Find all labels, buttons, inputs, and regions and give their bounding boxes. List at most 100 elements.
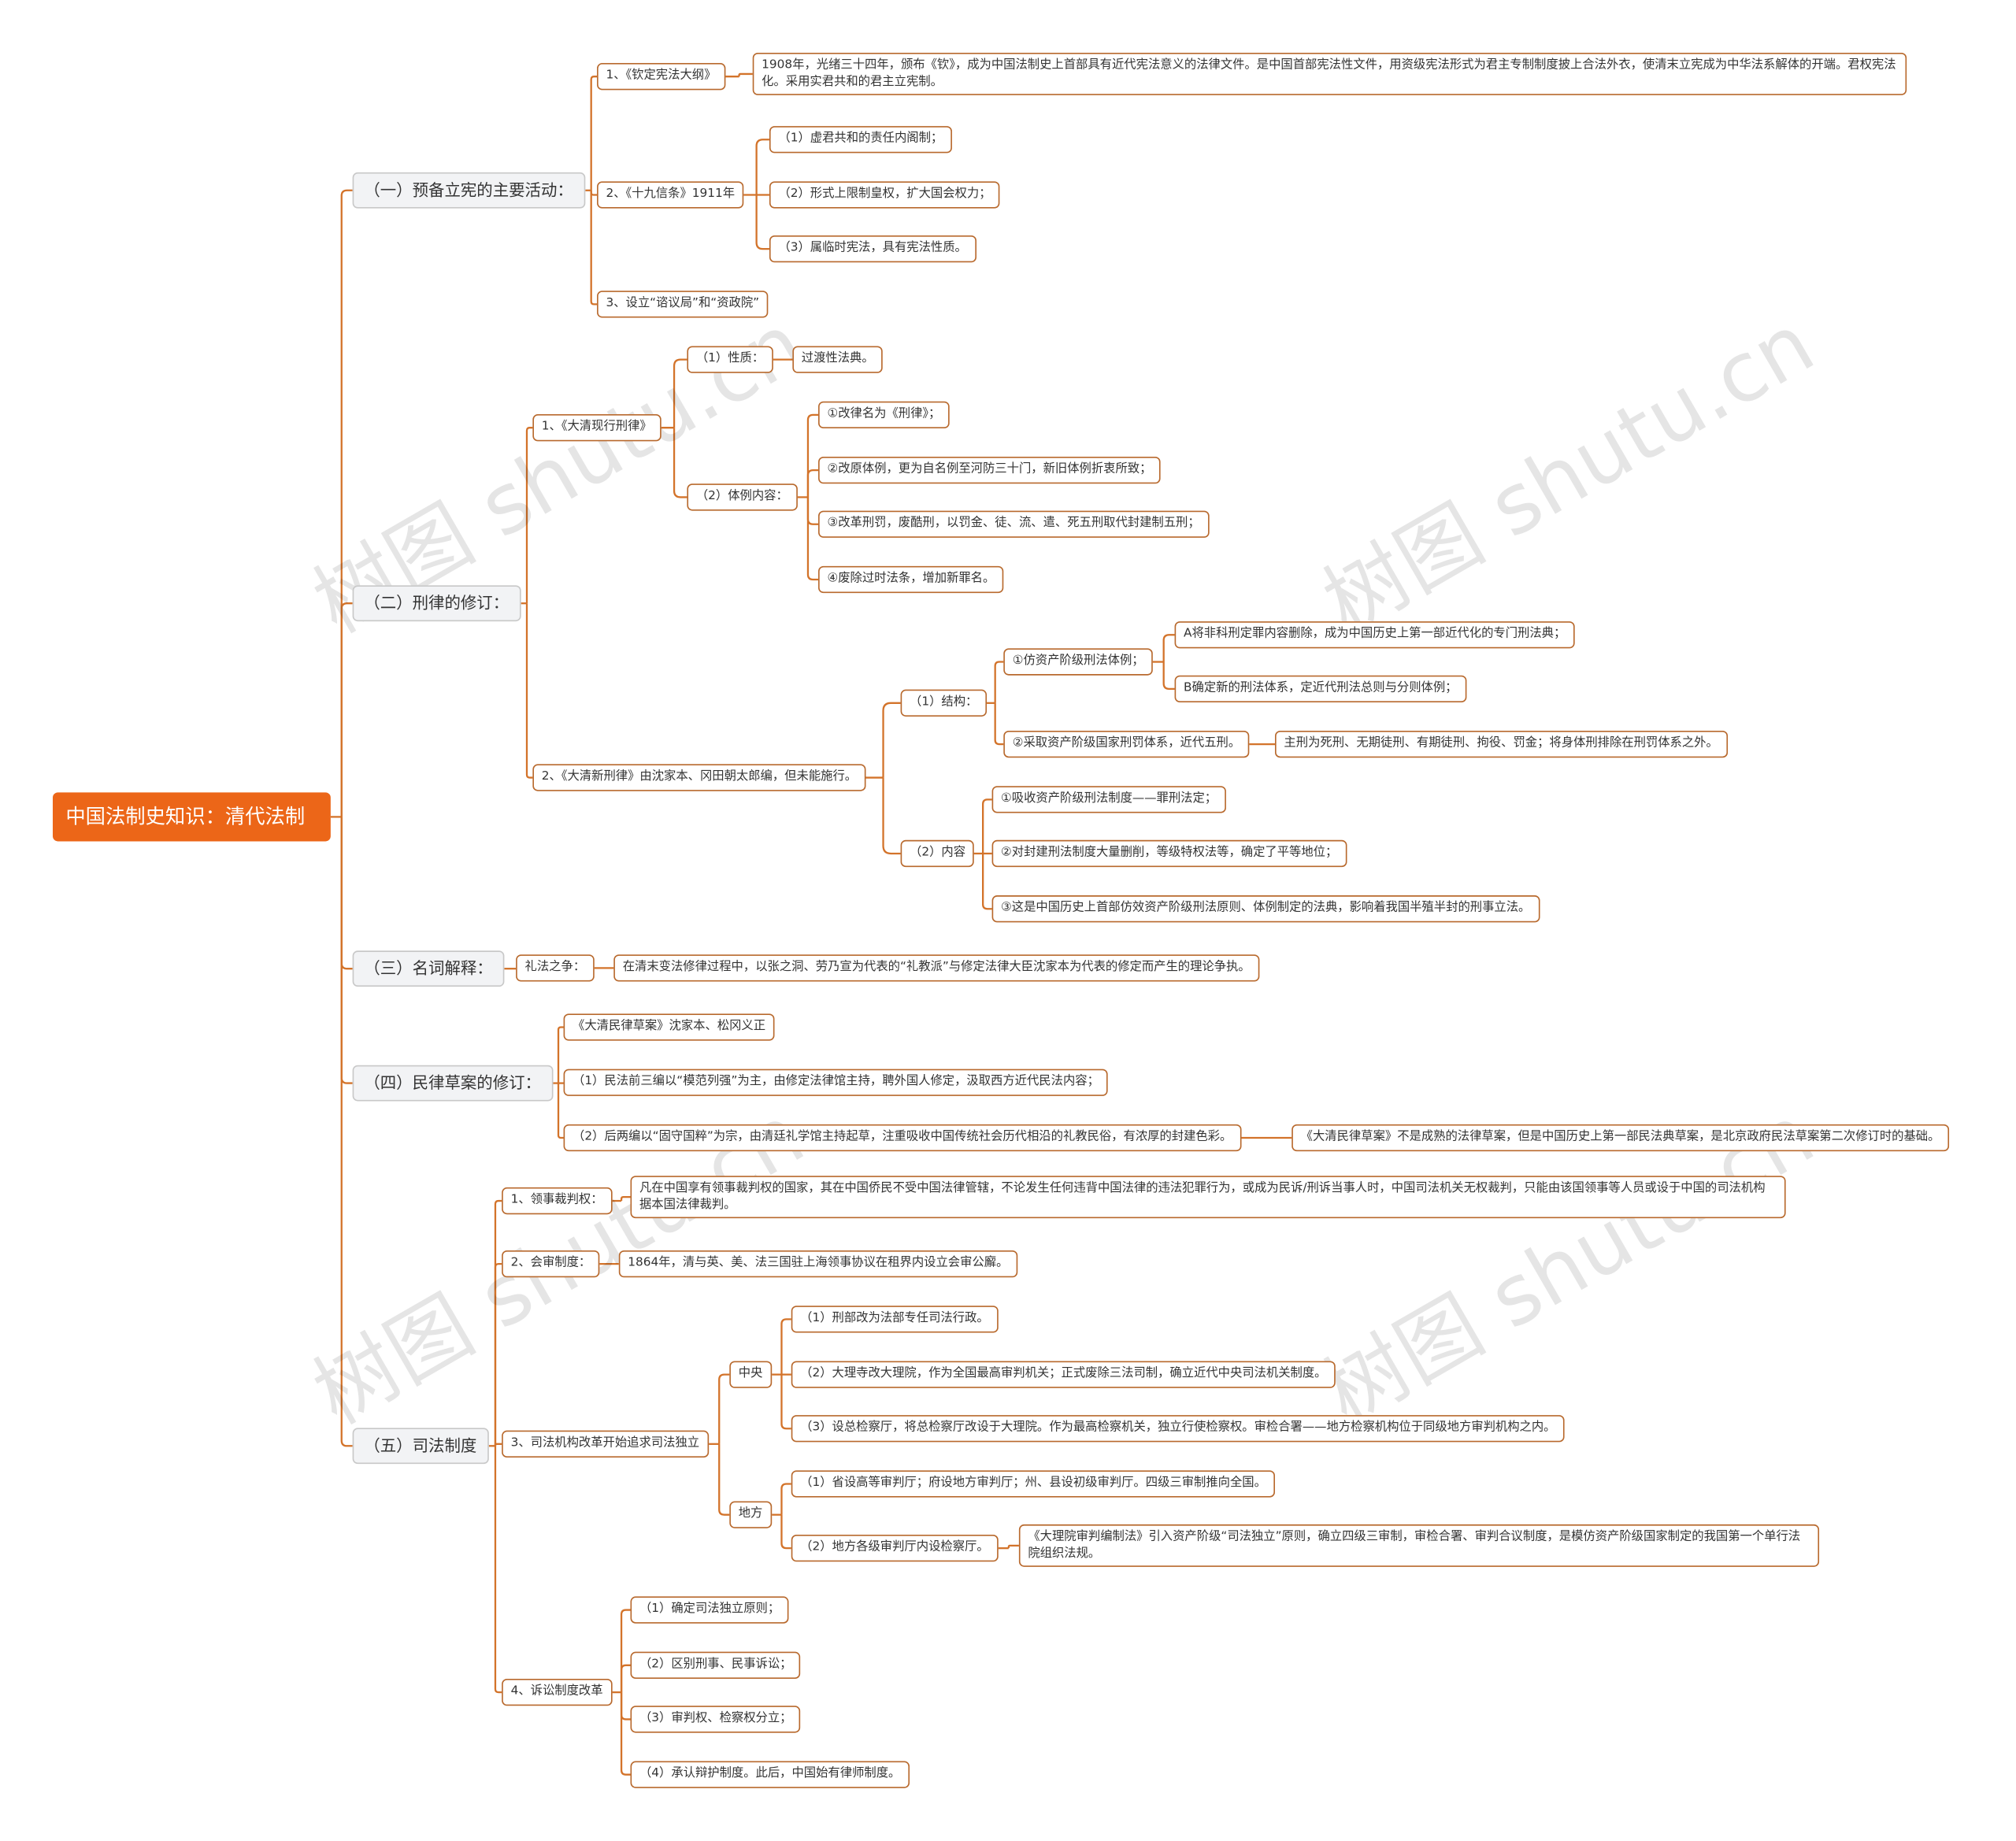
connector [673,358,687,428]
node-rites-law-debate[interactable]: 礼法之争： [516,954,595,981]
connector [673,428,687,498]
topic-judicial-system[interactable]: （五）司法制度 [352,1428,489,1465]
connector [590,76,598,191]
node-judicial-reform[interactable]: 3、司法机构改革开始追求司法独立 [502,1430,709,1458]
node-nature-desc[interactable]: 过渡性法典。 [792,346,884,372]
node-style-content-item[interactable]: ④废除过时法条，增加新罪名。 [818,565,1004,593]
node-current-criminal-code[interactable]: 1、《大清现行刑律》 [532,414,662,441]
node-constitution-outline[interactable]: 1、《钦定宪法大纲》 [597,63,725,90]
connector [806,497,819,525]
node-civil-code-draft[interactable]: 《大清民律草案》沈家本、松冈义正 [563,1013,775,1040]
connector [620,1609,631,1693]
connector [1162,634,1175,662]
node-style-content-item[interactable]: ②改原体例，更为自名例至河防三十门，新旧体例折衷所致； [818,456,1161,483]
node-litigation-item[interactable]: （4）承认辩护制度。此后，中国始有律师制度。 [630,1761,910,1788]
node-structure-detail[interactable]: A将非科刑定罪内容删除，成为中国历史上第一部近代化的专门刑法典； [1174,621,1575,648]
connector [620,1692,631,1721]
node-content-item[interactable]: ②对封建刑法制度大量删削，等级特权法等，确定了平等地位； [991,839,1347,867]
node-local[interactable]: 地方 [729,1501,772,1528]
node-mixed-court[interactable]: 2、会审制度： [502,1250,600,1277]
node-central-item[interactable]: （2）大理寺改大理院，作为全国最高审判机关；正式废除三法司制，确立近代中央司法机… [791,1361,1336,1387]
node-local-item[interactable]: （2）地方各级审判厅内设检察厅。 [791,1535,999,1561]
connector [525,603,533,779]
node-mixed-court-desc[interactable]: 1864年，清与英、美、法三国驻上海领事协议在租界内设立会审公廨。 [618,1250,1017,1277]
node-constitution-outline-desc[interactable]: 1908年，光绪三十四年，颁布《钦》，成为中国法制史上首部具有近代宪法意义的法律… [752,52,1907,95]
connector [718,1443,730,1516]
connector [882,702,901,778]
node-consultative-bureau[interactable]: 3、设立“谘议局”和“资政院” [597,291,769,317]
node-structure[interactable]: （1）结构： [900,689,987,717]
node-structure-detail[interactable]: 主刑为死刑、无期徒刑、有期徒刑、拘役、罚金；将身体刑排除在刑罚体系之外。 [1274,730,1728,758]
node-structure-item[interactable]: ②采取资产阶级国家刑罚体系，近代五刑。 [1003,730,1250,758]
node-nature[interactable]: （1）性质： [687,346,773,372]
node-litigation-item[interactable]: （2）区别刑事、民事诉讼； [630,1651,801,1679]
node-central-item[interactable]: （1）刑部改为法部专任司法行政。 [791,1306,999,1332]
connector [780,1483,791,1515]
node-content-item[interactable]: ③这是中国历史上首部仿效资产阶级刑法原则、体例制定的法典，影响着我国半殖半封的刑… [991,895,1540,922]
connector [620,1692,631,1776]
node-structure-detail[interactable]: B确定新的刑法体系，定近代刑法总则与分则体例； [1174,675,1466,702]
connector [994,661,1004,703]
node-court-organization-law[interactable]: 《大理院审判编制法》引入资产阶级“司法独立”原则，确立四级三审制，审检合署、审判… [1018,1524,1820,1567]
connector [806,497,819,581]
node-style-content[interactable]: （2）体例内容： [687,483,798,510]
connector [806,469,819,498]
node-civil-code-last-books[interactable]: （2）后两编以“固守国粹”为宗，由清廷礼学馆主持起草，注重吸收中国传统社会历代相… [563,1124,1241,1151]
topic-civil-law-draft[interactable]: （四）民律草案的修订： [352,1065,553,1102]
root-topic[interactable]: 中国法制史知识：清代法制 [52,792,331,842]
connector [780,1514,791,1550]
topic-term-explanation[interactable]: （三）名词解释： [352,950,505,987]
connector [525,427,533,604]
node-litigation-item[interactable]: （3）审判权、检察权分立； [630,1706,801,1732]
connector [755,194,769,250]
node-central-item[interactable]: （3）设总检察厅，将总检察厅改设于大理院。作为最高检察机关，独立行使检察权。审检… [791,1415,1565,1442]
connector [994,702,1004,746]
connector [340,817,353,970]
connector [620,1196,631,1202]
node-structure-item[interactable]: ①仿资产阶级刑法体例； [1003,648,1154,675]
connector [340,817,353,1084]
connector [780,1374,791,1430]
connector [982,798,992,854]
node-litigation-reform[interactable]: 4、诉讼制度改革 [502,1678,612,1706]
node-new-criminal-code[interactable]: 2、《大清新刑律》由沈家本、冈田朝太郎编，但未能施行。 [532,764,866,791]
connector [806,413,819,498]
connector [1007,1544,1019,1549]
node-consular-jurisdiction-desc[interactable]: 凡在中国享有领事裁判权的国家，其在中国侨民不受中国法律管辖，不论发生任何违背中国… [630,1176,1786,1219]
connector [557,1026,564,1083]
node-civil-code-significance[interactable]: 《大清民律草案》不是成熟的法律草案，但是中国历史上第一部民法典草案，是北京政府民… [1292,1124,1949,1151]
node-content-item[interactable]: ①吸收资产阶级刑法制度——罪刑法定； [991,786,1226,813]
node-litigation-item[interactable]: （1）确定司法独立原则； [630,1596,789,1623]
connector [494,1446,502,1694]
connector [780,1318,791,1375]
topic-preparatory-constitution[interactable]: （一）预备立宪的主要活动： [352,172,585,209]
connector [494,1443,502,1446]
connector [590,190,598,306]
connector [718,1373,730,1444]
node-content[interactable]: （2）内容 [900,839,975,867]
node-nineteen-articles-item[interactable]: （1）虚君共和的责任内阁制； [769,126,952,153]
node-consular-jurisdiction[interactable]: 1、领事裁判权： [502,1187,612,1214]
connector [1162,661,1175,690]
connector [340,189,353,817]
node-civil-code-first-books[interactable]: （1）民法前三编以“模范列强”为主，由修定法律馆主持，聘外国人修定，汲取西方近代… [563,1069,1109,1096]
connector [738,72,753,77]
node-nineteen-articles-item[interactable]: （3）属临时宪法，具有宪法性质。 [769,235,976,262]
connector [494,1262,502,1446]
connector [494,1199,502,1446]
connector [882,777,901,855]
connector [340,602,353,817]
connector [982,853,992,910]
node-rites-law-debate-desc[interactable]: 在清末变法修律过程中，以张之洞、劳乃宣为代表的“礼教派”与修定法律大臣沈家本为代… [613,954,1260,981]
node-nineteen-articles-item[interactable]: （2）形式上限制皇权，扩大国会权力； [769,181,1000,208]
connector [340,817,353,1447]
topic-criminal-law-revision[interactable]: （二）刑律的修订： [352,585,521,622]
node-nineteen-articles[interactable]: 2、《十九信条》1911年 [597,181,744,208]
connector [557,1083,564,1139]
node-style-content-item[interactable]: ③改革刑罚，废酷刑，以罚金、徒、流、遣、死五刑取代封建制五刑； [818,510,1210,538]
node-central[interactable]: 中央 [729,1361,772,1387]
node-style-content-item[interactable]: ①改律名为《刑律》； [818,401,950,428]
connector [620,1664,631,1693]
node-local-item[interactable]: （1）省设高等审判厅；府设地方审判厅；州、县设初级审判厅。四级三审制推向全国。 [791,1470,1276,1497]
